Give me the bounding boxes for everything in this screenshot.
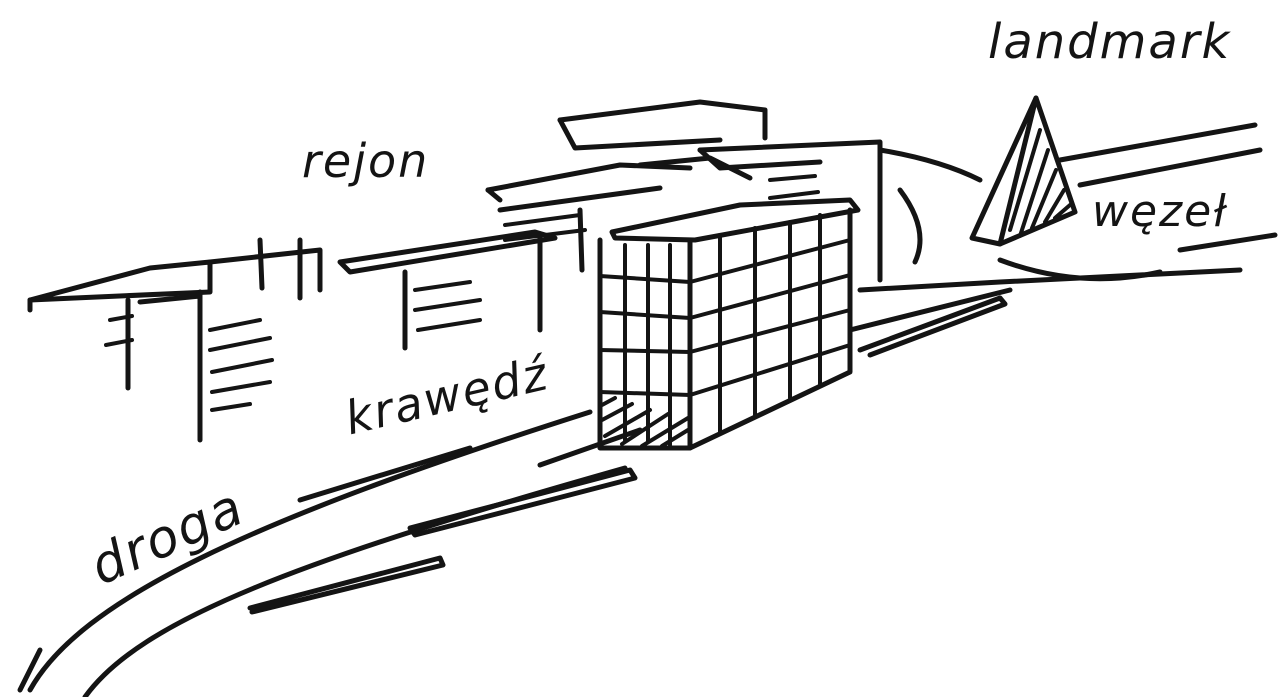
far-road	[847, 122, 1278, 333]
back-buildings	[485, 99, 883, 283]
node-label: węzeł	[1092, 186, 1228, 237]
landmark-label: landmark	[988, 14, 1232, 70]
glass-tower	[597, 197, 861, 451]
district-label: rejon	[302, 134, 430, 188]
left-buildings	[27, 237, 323, 443]
landmark-pyramid	[969, 95, 1078, 247]
parking-lots	[247, 295, 1008, 615]
middle-building	[337, 229, 558, 351]
